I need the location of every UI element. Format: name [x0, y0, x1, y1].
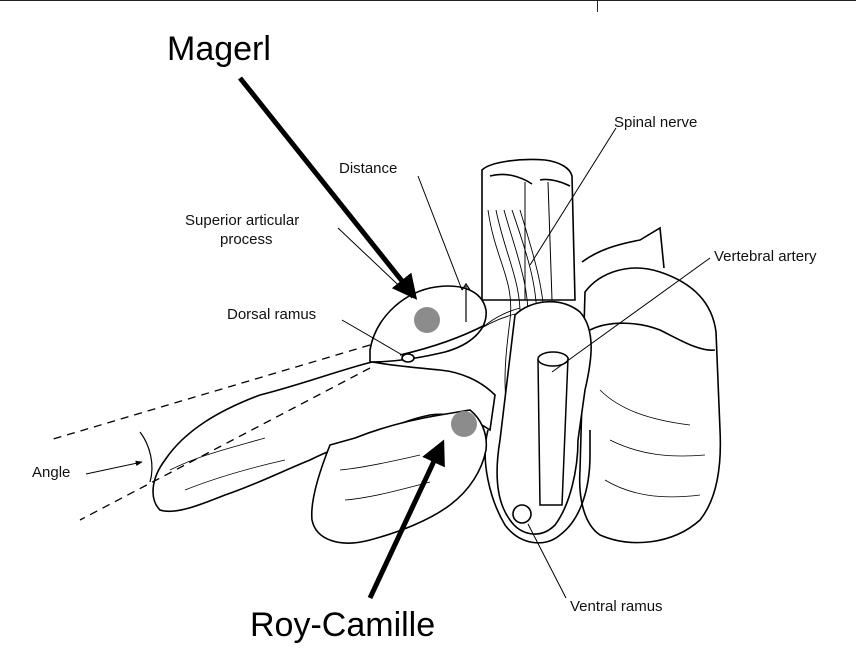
superior-articular-label-line1: Superior articular — [185, 212, 299, 229]
angle-label: Angle — [32, 464, 70, 481]
leader-distance — [418, 176, 462, 290]
vertebral-body-outline — [580, 228, 721, 543]
angle-arc — [140, 432, 152, 482]
spinal-cord-column — [482, 159, 575, 300]
vertebral-artery-shape — [538, 352, 568, 505]
superior-articular-label-line2: process — [220, 231, 273, 248]
leader-superior-articular — [338, 228, 412, 298]
magerl-label: Magerl — [167, 30, 271, 68]
vertebral-artery-label: Vertebral artery — [714, 248, 817, 265]
ventral-ramus-label: Ventral ramus — [570, 598, 663, 615]
spinal-nerve-label: Spinal nerve — [614, 114, 697, 131]
leader-angle — [86, 462, 142, 474]
magerl-arrow — [240, 78, 414, 296]
roy-camille-label: Roy-Camille — [250, 606, 435, 644]
roy-camille-entry-point — [451, 411, 477, 437]
distance-label: Distance — [339, 160, 397, 177]
dorsal-ramus-label: Dorsal ramus — [227, 306, 316, 323]
magerl-entry-point — [414, 307, 440, 333]
